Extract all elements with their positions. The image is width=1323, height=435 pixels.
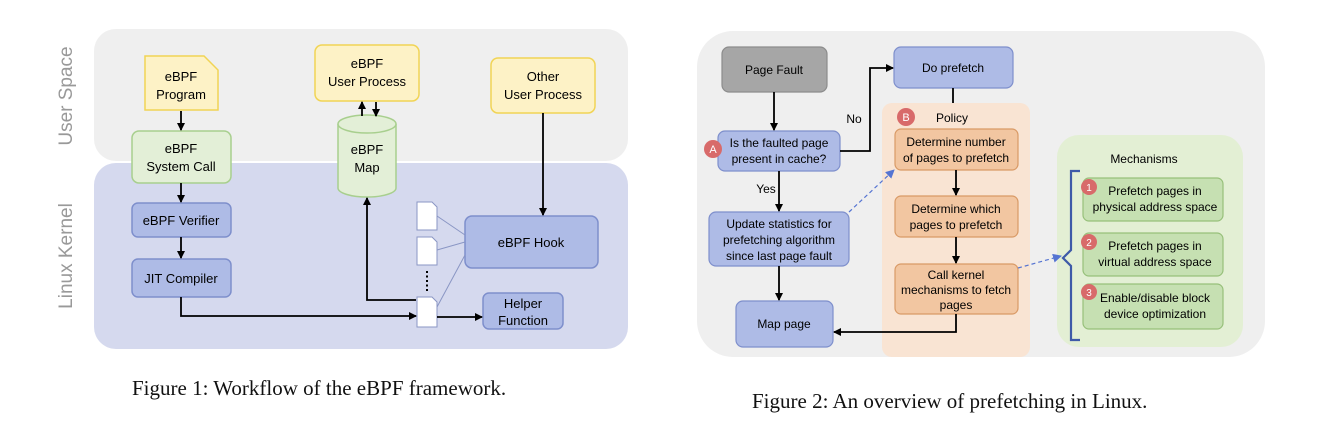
page-fault-node: Page Fault	[721, 46, 828, 93]
ebpf-program-node: eBPF Program	[144, 55, 219, 111]
figure2-arrows	[770, 64, 960, 336]
figure2-dashed-arrows	[848, 169, 1062, 269]
program-doc-3	[416, 296, 438, 328]
mechanisms-brace	[1061, 169, 1080, 342]
other-user-process-line-2: User Process	[504, 87, 583, 102]
is-cached-node: Is the faulted page present in cache?	[717, 130, 841, 172]
ebpf-verifier-node: eBPF Verifier	[131, 202, 232, 238]
mechanism-1-num: 1	[1086, 183, 1092, 194]
policy-step-1: Determine number of pages to prefetch	[894, 128, 1019, 171]
marker-b: B	[897, 108, 915, 126]
mechanism-1-line-2: physical address space	[1093, 200, 1218, 214]
map-page-node: Map page	[735, 300, 834, 348]
figure1-caption: Figure 1: Workflow of the eBPF framework…	[132, 376, 507, 400]
ebpf-program-line-2: Program	[156, 87, 206, 102]
other-user-process-line-1: Other	[527, 69, 560, 84]
ebpf-system-call-line-1: eBPF	[165, 141, 198, 156]
update-stats-line-2: prefetching algorithm	[723, 233, 835, 247]
marker-b-label: B	[902, 112, 909, 124]
policy-step-3-line-3: pages	[940, 298, 973, 312]
policy-step-1-line-1: Determine number	[906, 135, 1005, 149]
mechanism-2-num: 2	[1086, 238, 1092, 249]
edge-label-yes: Yes	[756, 182, 776, 196]
update-stats-node: Update statistics for prefetching algori…	[708, 211, 850, 267]
ebpf-user-process-line-1: eBPF	[351, 56, 384, 71]
ebpf-program-line-1: eBPF	[165, 69, 198, 84]
jit-compiler-node: JIT Compiler	[131, 258, 232, 298]
update-stats-line-1: Update statistics for	[726, 217, 831, 231]
policy-step-2-line-1: Determine which	[911, 202, 1000, 216]
update-stats-line-3: since last page fault	[726, 249, 833, 263]
page-fault-label: Page Fault	[745, 63, 804, 77]
mechanism-3-line-1: Enable/disable block	[1100, 291, 1211, 305]
is-cached-line-1: Is the faulted page	[730, 136, 829, 150]
policy-step-2: Determine which pages to prefetch	[894, 195, 1019, 238]
dashed-arrow-step3-to-mechanisms	[1017, 253, 1062, 269]
ebpf-user-process-node: eBPF User Process	[314, 44, 420, 102]
policy-step-2-line-2: pages to prefetch	[910, 218, 1003, 232]
mechanism-item-2: 2 Prefetch pages in virtual address spac…	[1081, 232, 1224, 277]
program-documents	[416, 201, 438, 328]
program-doc-2	[416, 236, 438, 266]
arrow-program-to-map	[363, 197, 416, 301]
map-page-label: Map page	[757, 317, 811, 331]
dashed-arrow-update-to-policy	[848, 169, 895, 213]
ebpf-map-line-2: Map	[354, 160, 379, 175]
figure1-arrows	[177, 101, 547, 321]
ebpf-map-node: eBPF Map	[337, 114, 397, 198]
is-cached-line-2: present in cache?	[732, 152, 827, 166]
mechanism-3-line-2: device optimization	[1104, 307, 1206, 321]
ebpf-system-call-line-2: System Call	[146, 159, 215, 174]
mechanism-2-line-2: virtual address space	[1098, 255, 1212, 269]
policy-step-3-line-1: Call kernel	[928, 268, 985, 282]
jit-compiler-label: JIT Compiler	[144, 271, 218, 286]
policy-title: Policy	[936, 111, 968, 125]
arrow-step3-to-map	[833, 314, 957, 336]
policy-step-1-line-2: of pages to prefetch	[903, 151, 1009, 165]
ebpf-hook-node: eBPF Hook	[464, 215, 599, 269]
mechanisms-title: Mechanisms	[1110, 152, 1177, 166]
hook-links	[436, 215, 466, 308]
linux-kernel-label: Linux Kernel	[56, 203, 77, 309]
arrow-check-no-to-prefetch	[840, 64, 894, 152]
mechanism-1-line-1: Prefetch pages in	[1108, 184, 1201, 198]
mechanism-2-line-1: Prefetch pages in	[1108, 239, 1201, 253]
do-prefetch-node: Do prefetch	[893, 46, 1014, 89]
helper-function-line-2: Function	[498, 313, 548, 328]
do-prefetch-label: Do prefetch	[922, 61, 984, 75]
mechanism-item-3: 3 Enable/disable block device optimizati…	[1081, 283, 1224, 330]
mechanism-item-1: 1 Prefetch pages in physical address spa…	[1081, 177, 1224, 222]
ebpf-map-line-1: eBPF	[351, 142, 384, 157]
ebpf-user-process-line-2: User Process	[328, 74, 407, 89]
ebpf-verifier-label: eBPF Verifier	[143, 213, 220, 228]
ebpf-hook-label: eBPF Hook	[498, 235, 565, 250]
marker-a-label: A	[709, 144, 717, 156]
ebpf-system-call-node: eBPF System Call	[131, 130, 232, 184]
other-user-process-node: Other User Process	[490, 57, 596, 114]
program-doc-1	[416, 201, 438, 231]
mechanism-3-num: 3	[1086, 288, 1092, 299]
policy-step-3: Call kernel mechanisms to fetch pages	[894, 263, 1019, 315]
marker-a: A	[704, 140, 722, 158]
arrow-jit-to-program	[180, 297, 417, 320]
helper-function-node: Helper Function	[482, 292, 564, 330]
helper-function-line-1: Helper	[504, 296, 543, 311]
figure1: User Space Linux Kernel eBPF Program eBP…	[56, 29, 628, 349]
edge-label-no: No	[846, 112, 862, 126]
user-space-label: User Space	[56, 46, 77, 145]
figure2: Page Fault Do prefetch Is the faulted pa…	[697, 31, 1265, 357]
figure2-caption: Figure 2: An overview of prefetching in …	[752, 389, 1148, 413]
policy-step-3-line-2: mechanisms to fetch	[901, 283, 1011, 297]
